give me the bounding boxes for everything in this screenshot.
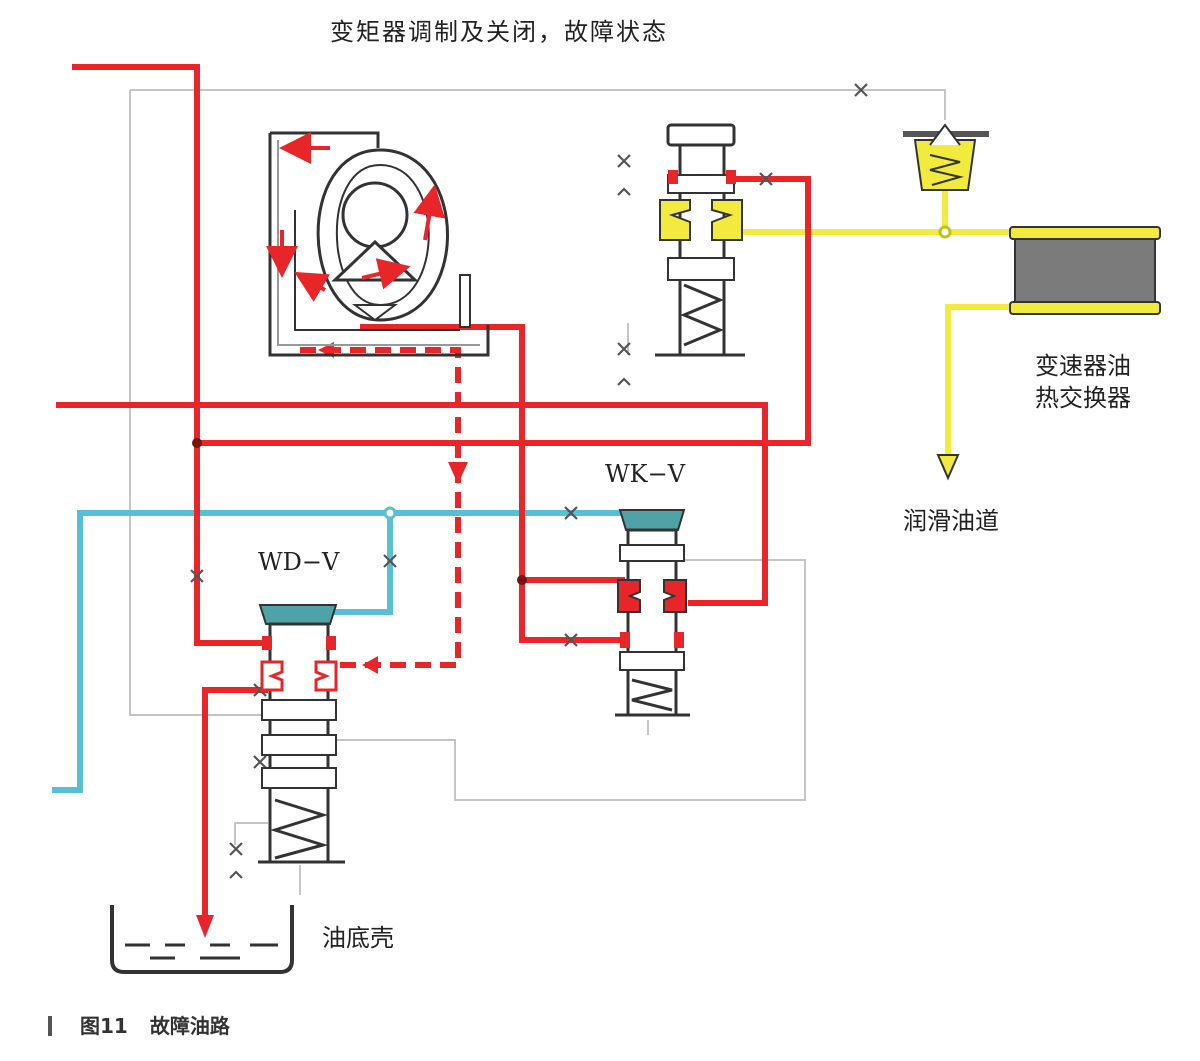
pressure-lines [56, 64, 811, 920]
dashed-flow [300, 347, 461, 668]
caption-bar [48, 1016, 52, 1036]
heat-exchanger-label: 变速器油 热交换器 [1035, 350, 1131, 414]
heat-exchanger-label-line2: 热交换器 [1035, 384, 1131, 412]
wk-valve-label: WK−V [605, 460, 686, 488]
thermostat-valve [903, 123, 989, 191]
figure-caption: 图11 故障油路 [48, 1010, 230, 1039]
diagram-title: 变矩器调制及关闭，故障状态 [330, 18, 668, 46]
wk-valve [615, 509, 690, 717]
wd-valve [258, 604, 345, 864]
return-lines [129, 89, 946, 895]
restrictor-markers [190, 83, 868, 879]
torque-converter [266, 131, 490, 357]
caption-text: 故障油路 [149, 1014, 230, 1038]
heat-exchanger [1009, 226, 1161, 315]
lubrication-label: 润滑油道 [903, 507, 999, 535]
figure-number: 图11 [80, 1014, 128, 1038]
pressure-regulator-valve [655, 123, 745, 357]
wd-valve-label: WD−V [258, 548, 340, 576]
heat-exchanger-label-line1: 变速器油 [1035, 352, 1131, 380]
oil-pan [110, 905, 294, 974]
cooler-lines [736, 190, 1010, 455]
control-line [52, 510, 627, 793]
oil-pan-label: 油底壳 [322, 924, 394, 952]
